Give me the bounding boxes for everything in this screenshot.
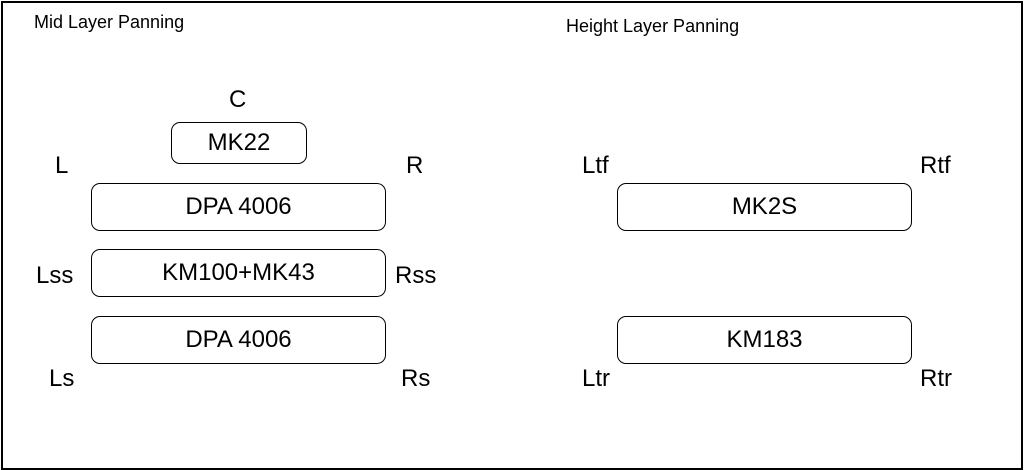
label-rtr: Rtr [920,365,952,392]
label-c: C [229,86,247,113]
mic-box-rear: DPA 4006 [91,316,386,364]
label-ls: Ls [49,365,75,392]
label-ltf: Ltf [582,152,609,179]
label-r: R [406,152,424,179]
label-lss: Lss [36,262,74,289]
mic-box-height-front: MK2S [617,183,912,231]
height-layer-title: Height Layer Panning [566,16,740,36]
mic-box-center: MK22 [171,122,307,164]
label-ltr: Ltr [582,365,611,392]
label-l: L [55,152,69,179]
mid-layer-title: Mid Layer Panning [34,12,185,32]
mic-box-side: KM100+MK43 [91,249,386,297]
label-rss: Rss [395,262,437,289]
mic-box-height-rear: KM183 [617,316,912,364]
label-rs: Rs [401,365,431,392]
mic-box-front: DPA 4006 [91,183,386,231]
label-rtf: Rtf [920,152,951,179]
